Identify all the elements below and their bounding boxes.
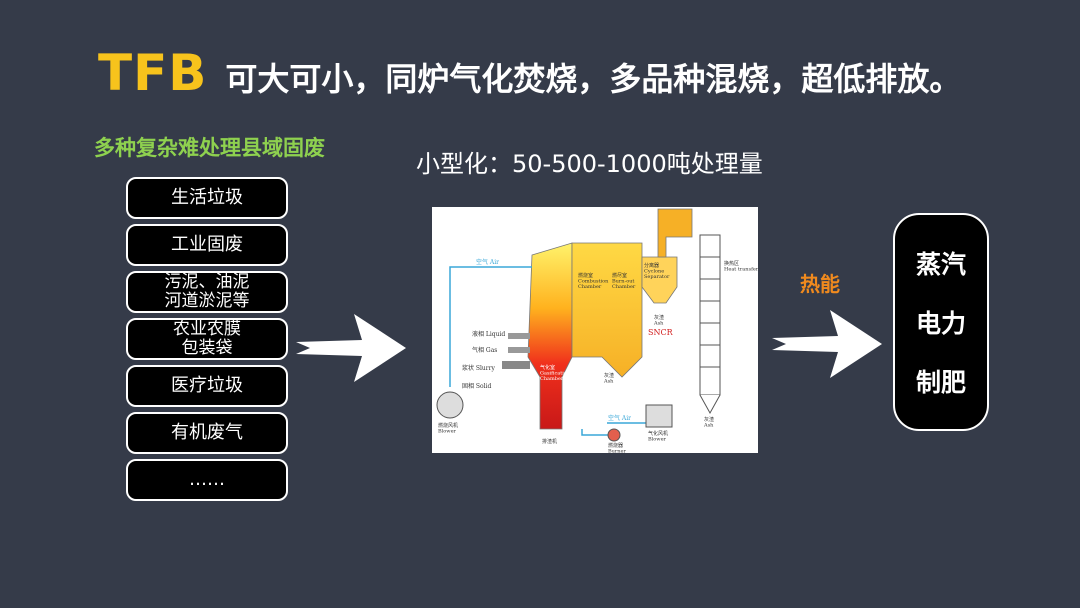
title-text: 可大可小，同炉气化焚烧，多品种混烧，超低排放。 xyxy=(225,60,962,98)
diagram-slurry: 浆状 Slurry xyxy=(462,364,496,372)
waste-item-more: …… xyxy=(126,459,288,501)
diagram-solid: 固相 Solid xyxy=(462,382,491,390)
waste-item-agri-film: 农业农膜 包装袋 xyxy=(126,318,288,360)
diagram-sncr: SNCR xyxy=(648,328,674,337)
waste-heading: 多种复杂难处理县域固废 xyxy=(94,136,325,160)
waste-item-medical: 医疗垃圾 xyxy=(126,365,288,407)
waste-item-household: 生活垃圾 xyxy=(126,177,288,219)
output-box: 蒸汽 电力 制肥 xyxy=(893,213,989,431)
diagram-air-top: 空气 Air xyxy=(476,258,499,266)
output-power: 电力 xyxy=(915,308,966,338)
capacity-text: 小型化：50-500-1000吨处理量 xyxy=(416,150,763,178)
diagram-liquid: 液相 Liquid xyxy=(472,330,505,338)
slide-title: TFB 可大可小，同炉气化焚烧，多品种混烧，超低排放。 xyxy=(98,44,961,104)
tfb-process-diagram: 空气 Air 空气 Air 液相 Liquid 气相 Gas 浆状 Slurry… xyxy=(432,207,772,455)
diagram-gas: 气相 Gas xyxy=(472,346,497,354)
output-arrow-icon xyxy=(772,310,882,378)
output-fertilizer: 制肥 xyxy=(915,368,966,398)
waste-item-sludge: 污泥、油泥 河道淤泥等 xyxy=(126,271,288,313)
waste-item-organic-gas: 有机废气 xyxy=(126,412,288,454)
waste-list: 生活垃圾 工业固废 污泥、油泥 河道淤泥等 农业农膜 包装袋 医疗垃圾 有机废气… xyxy=(126,177,288,506)
output-steam: 蒸汽 xyxy=(915,249,966,279)
input-arrow-icon xyxy=(296,314,406,382)
waste-item-industrial: 工业固废 xyxy=(126,224,288,266)
brand-name: TFB xyxy=(98,44,208,102)
heat-energy-label: 热能 xyxy=(800,272,840,296)
boiler-schematic: 空气 Air 空气 Air 液相 Liquid 气相 Gas 浆状 Slurry… xyxy=(436,208,772,455)
diagram-slag: 排渣机 xyxy=(542,438,557,445)
diagram-air-bottom: 空气 Air xyxy=(608,414,631,422)
